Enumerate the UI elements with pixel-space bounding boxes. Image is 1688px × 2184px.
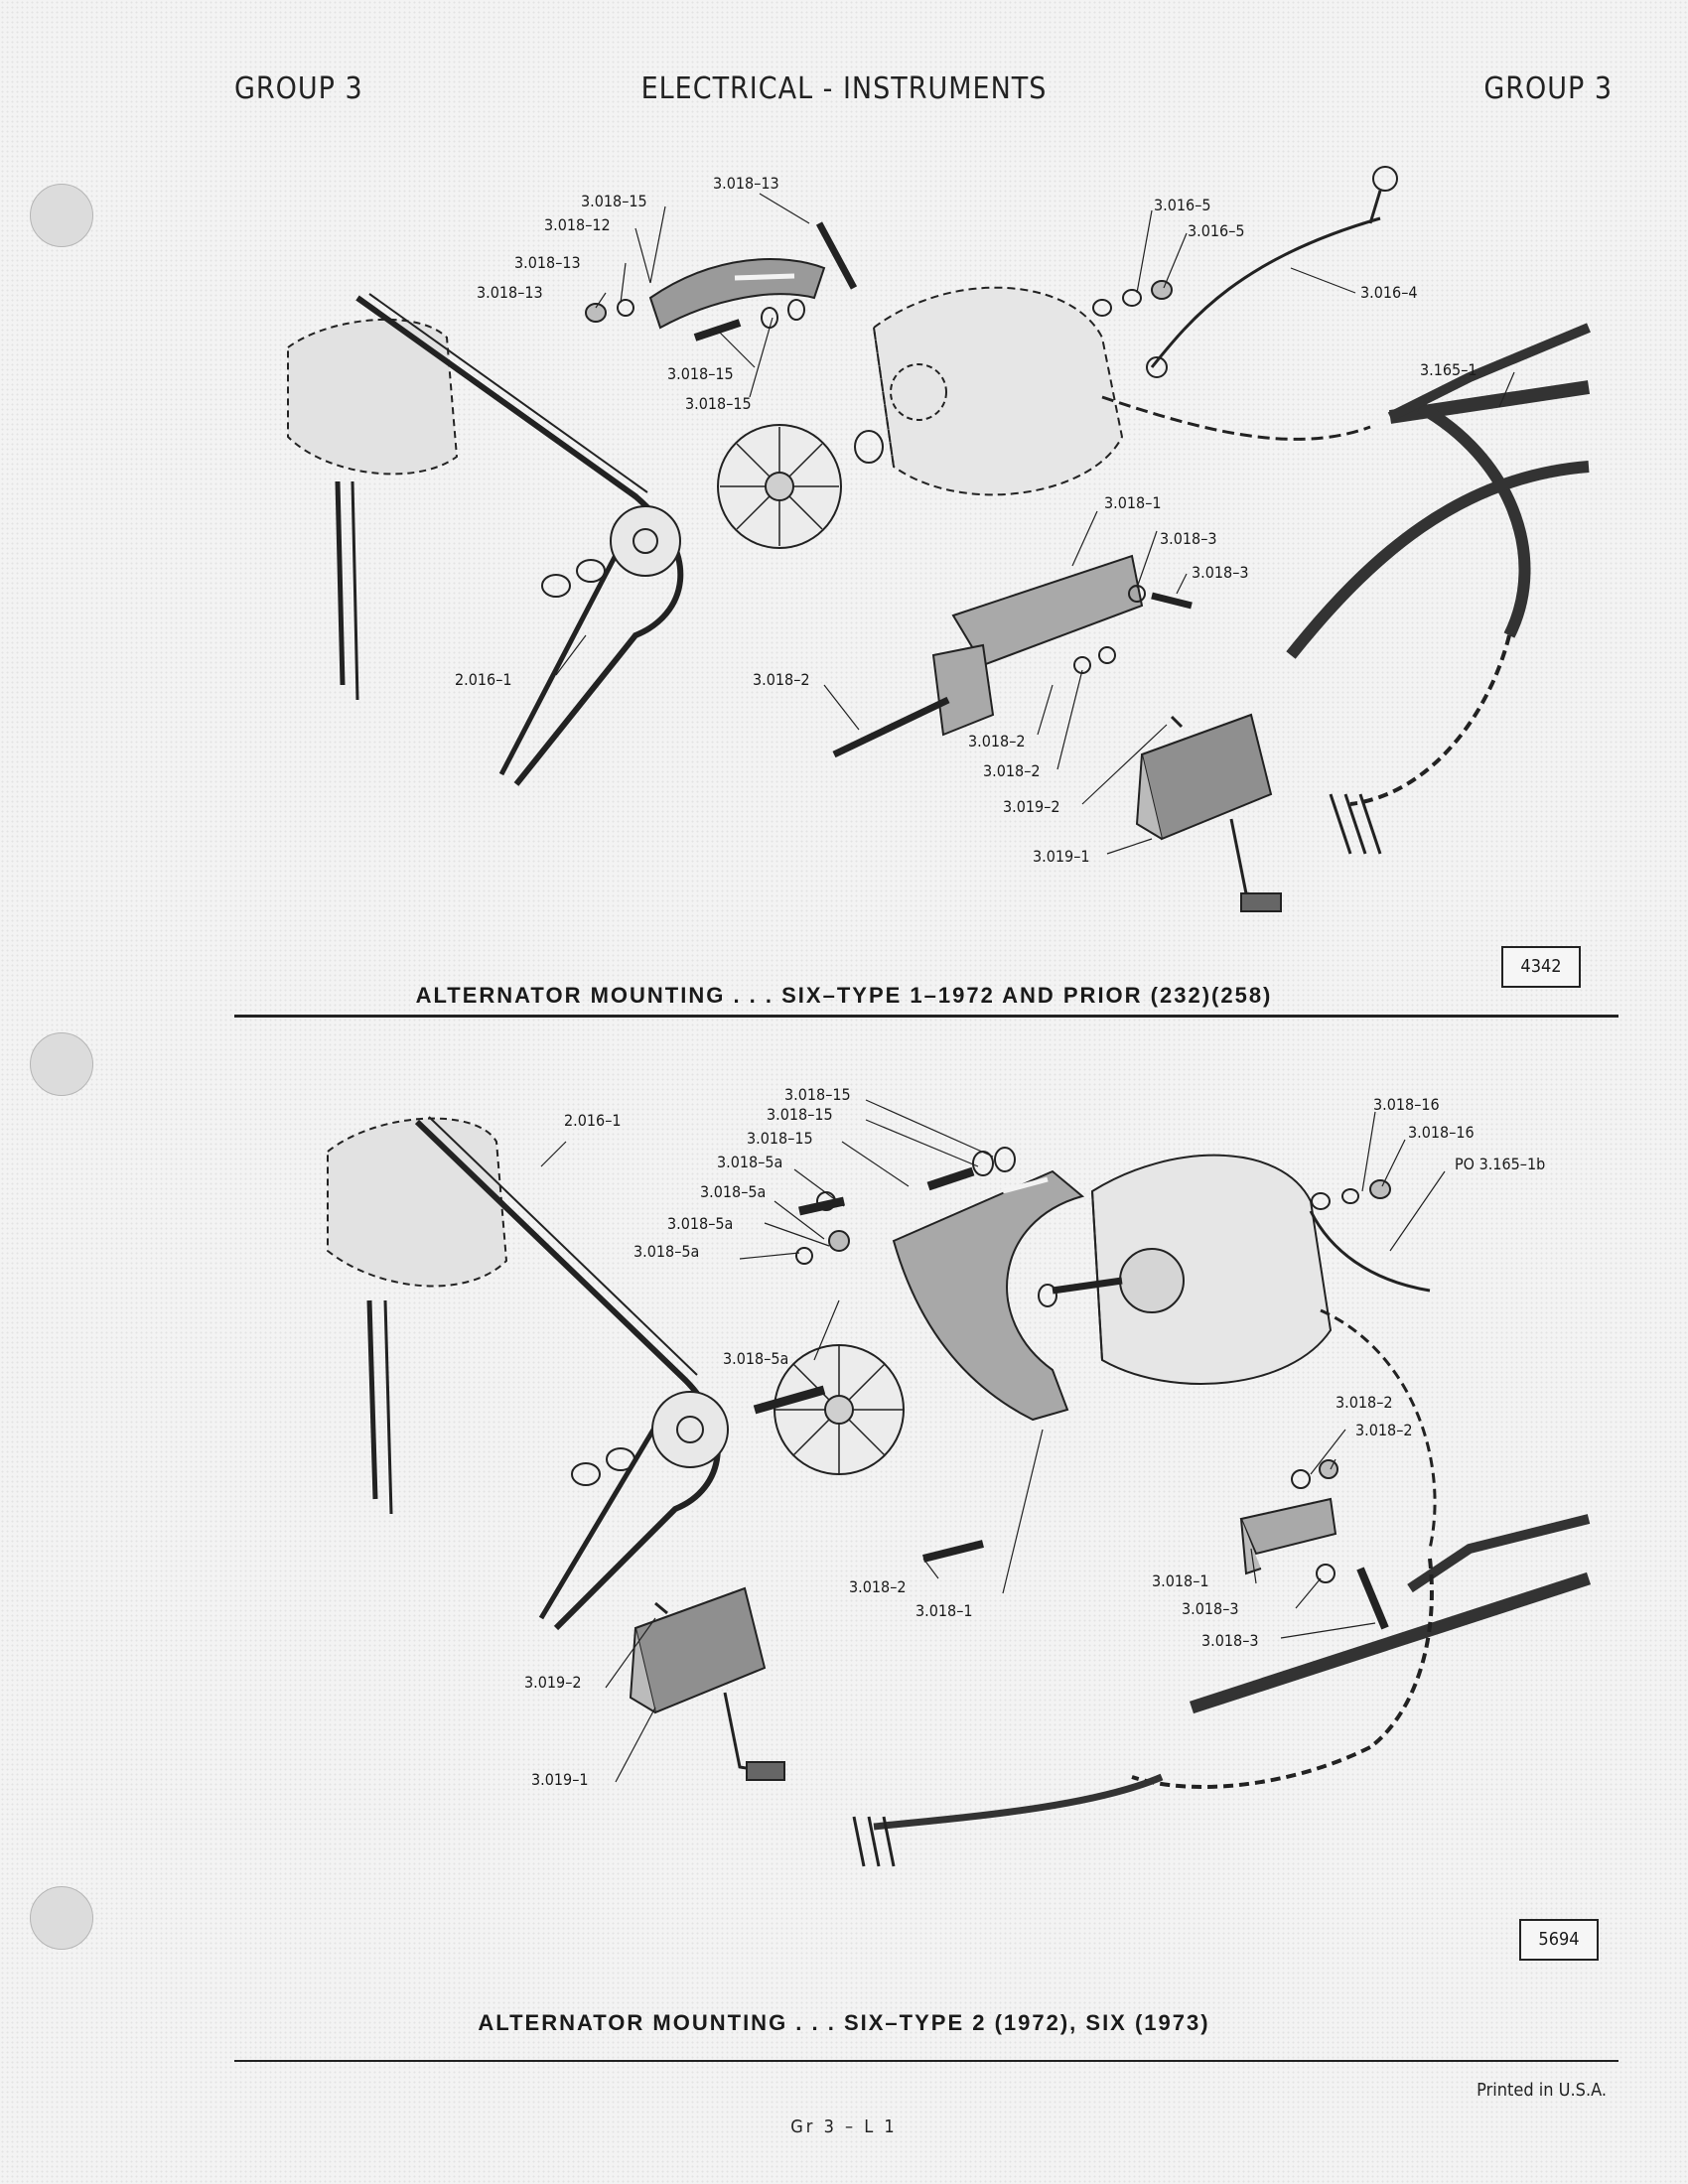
part-label: 3.018–1 <box>1104 493 1162 512</box>
part-label: PO 3.165–1b <box>1455 1155 1545 1173</box>
part-label: 3.018–2 <box>968 732 1026 751</box>
divider-rule <box>234 1015 1618 1018</box>
part-label: 3.019–1 <box>531 1770 589 1789</box>
part-label: 3.016–5 <box>1154 196 1211 214</box>
binder-hole-top <box>30 184 93 247</box>
figure-1-part-labels: 3.018–13 3.018–15 3.018–12 3.018–13 3.01… <box>455 174 1477 866</box>
part-label: 3.019–1 <box>1033 847 1090 866</box>
part-label: 3.018–15 <box>581 192 647 210</box>
group-label-right: GROUP 3 <box>1483 71 1613 106</box>
part-label: 3.018–2 <box>753 670 810 689</box>
part-label: 3.018–1 <box>1152 1571 1209 1590</box>
binder-hole-middle <box>30 1032 93 1096</box>
figure-1-number: 4342 <box>1501 946 1581 988</box>
part-label: 3.018–5a <box>700 1182 766 1201</box>
part-label: 3.019–2 <box>524 1673 582 1692</box>
figure-2-diagram: 3.018–15 3.018–15 3.018–15 3.018–5a 3.01… <box>0 1072 1688 1936</box>
part-label: 3.018–3 <box>1192 563 1249 582</box>
part-label: 3.018–15 <box>667 364 734 383</box>
part-label: 3.018–13 <box>477 283 543 302</box>
part-label: 3.018–12 <box>544 215 611 234</box>
part-label: 3.018–2 <box>1336 1393 1393 1412</box>
binder-hole-bottom <box>30 1886 93 1950</box>
part-label: 3.018–3 <box>1201 1631 1259 1650</box>
part-label: 3.018–3 <box>1160 529 1217 548</box>
part-label: 3.018–15 <box>784 1085 851 1104</box>
part-label: 3.019–2 <box>1003 797 1060 816</box>
figure-1-caption: ALTERNATOR MOUNTING . . . SIX–TYPE 1–197… <box>415 983 1273 1008</box>
figure-2-drawing <box>327 1099 1592 1867</box>
part-label: 3.018–16 <box>1408 1123 1475 1142</box>
figure-2-caption: ALTERNATOR MOUNTING . . . SIX–TYPE 2 (19… <box>478 2010 1210 2035</box>
part-label: 3.018–5a <box>633 1242 699 1261</box>
part-label: 3.018–5a <box>667 1214 733 1233</box>
group-label-left: GROUP 3 <box>234 71 363 106</box>
part-label: 2.016–1 <box>564 1111 622 1130</box>
figure-2-part-labels: 3.018–15 3.018–15 3.018–15 3.018–5a 3.01… <box>524 1085 1545 1789</box>
part-label: 3.018–15 <box>767 1105 833 1124</box>
part-label: 3.016–5 <box>1188 221 1245 240</box>
page-code: Gr 3 – L 1 <box>790 2116 898 2137</box>
printed-in-usa: Printed in U.S.A. <box>1477 2080 1607 2101</box>
figure-2-number: 5694 <box>1519 1919 1599 1961</box>
part-label: 2.016–1 <box>455 670 512 689</box>
part-label: 3.018–13 <box>514 253 581 272</box>
part-label: 3.018–2 <box>849 1577 907 1596</box>
figure-1-diagram: 3.018–13 3.018–15 3.018–12 3.018–13 3.01… <box>0 139 1688 993</box>
part-label: 3.018–15 <box>747 1129 813 1148</box>
part-label: 3.016–4 <box>1360 283 1418 302</box>
part-label: 3.018–1 <box>915 1601 973 1620</box>
part-label: 3.018–3 <box>1182 1599 1239 1618</box>
part-label: 3.018–2 <box>1355 1421 1413 1439</box>
footer-rule <box>234 2060 1618 2062</box>
part-label: 3.018–16 <box>1373 1095 1440 1114</box>
part-label: 3.018–5a <box>717 1153 782 1171</box>
part-label: 3.018–13 <box>713 174 779 193</box>
part-label: 3.018–15 <box>685 394 752 413</box>
page-title: ELECTRICAL - INSTRUMENTS <box>640 71 1048 106</box>
part-label: 3.018–2 <box>983 761 1041 780</box>
part-label: 3.165–1 <box>1420 360 1477 379</box>
part-label: 3.018–5a <box>723 1349 788 1368</box>
figure-1-drawing <box>287 166 1591 912</box>
